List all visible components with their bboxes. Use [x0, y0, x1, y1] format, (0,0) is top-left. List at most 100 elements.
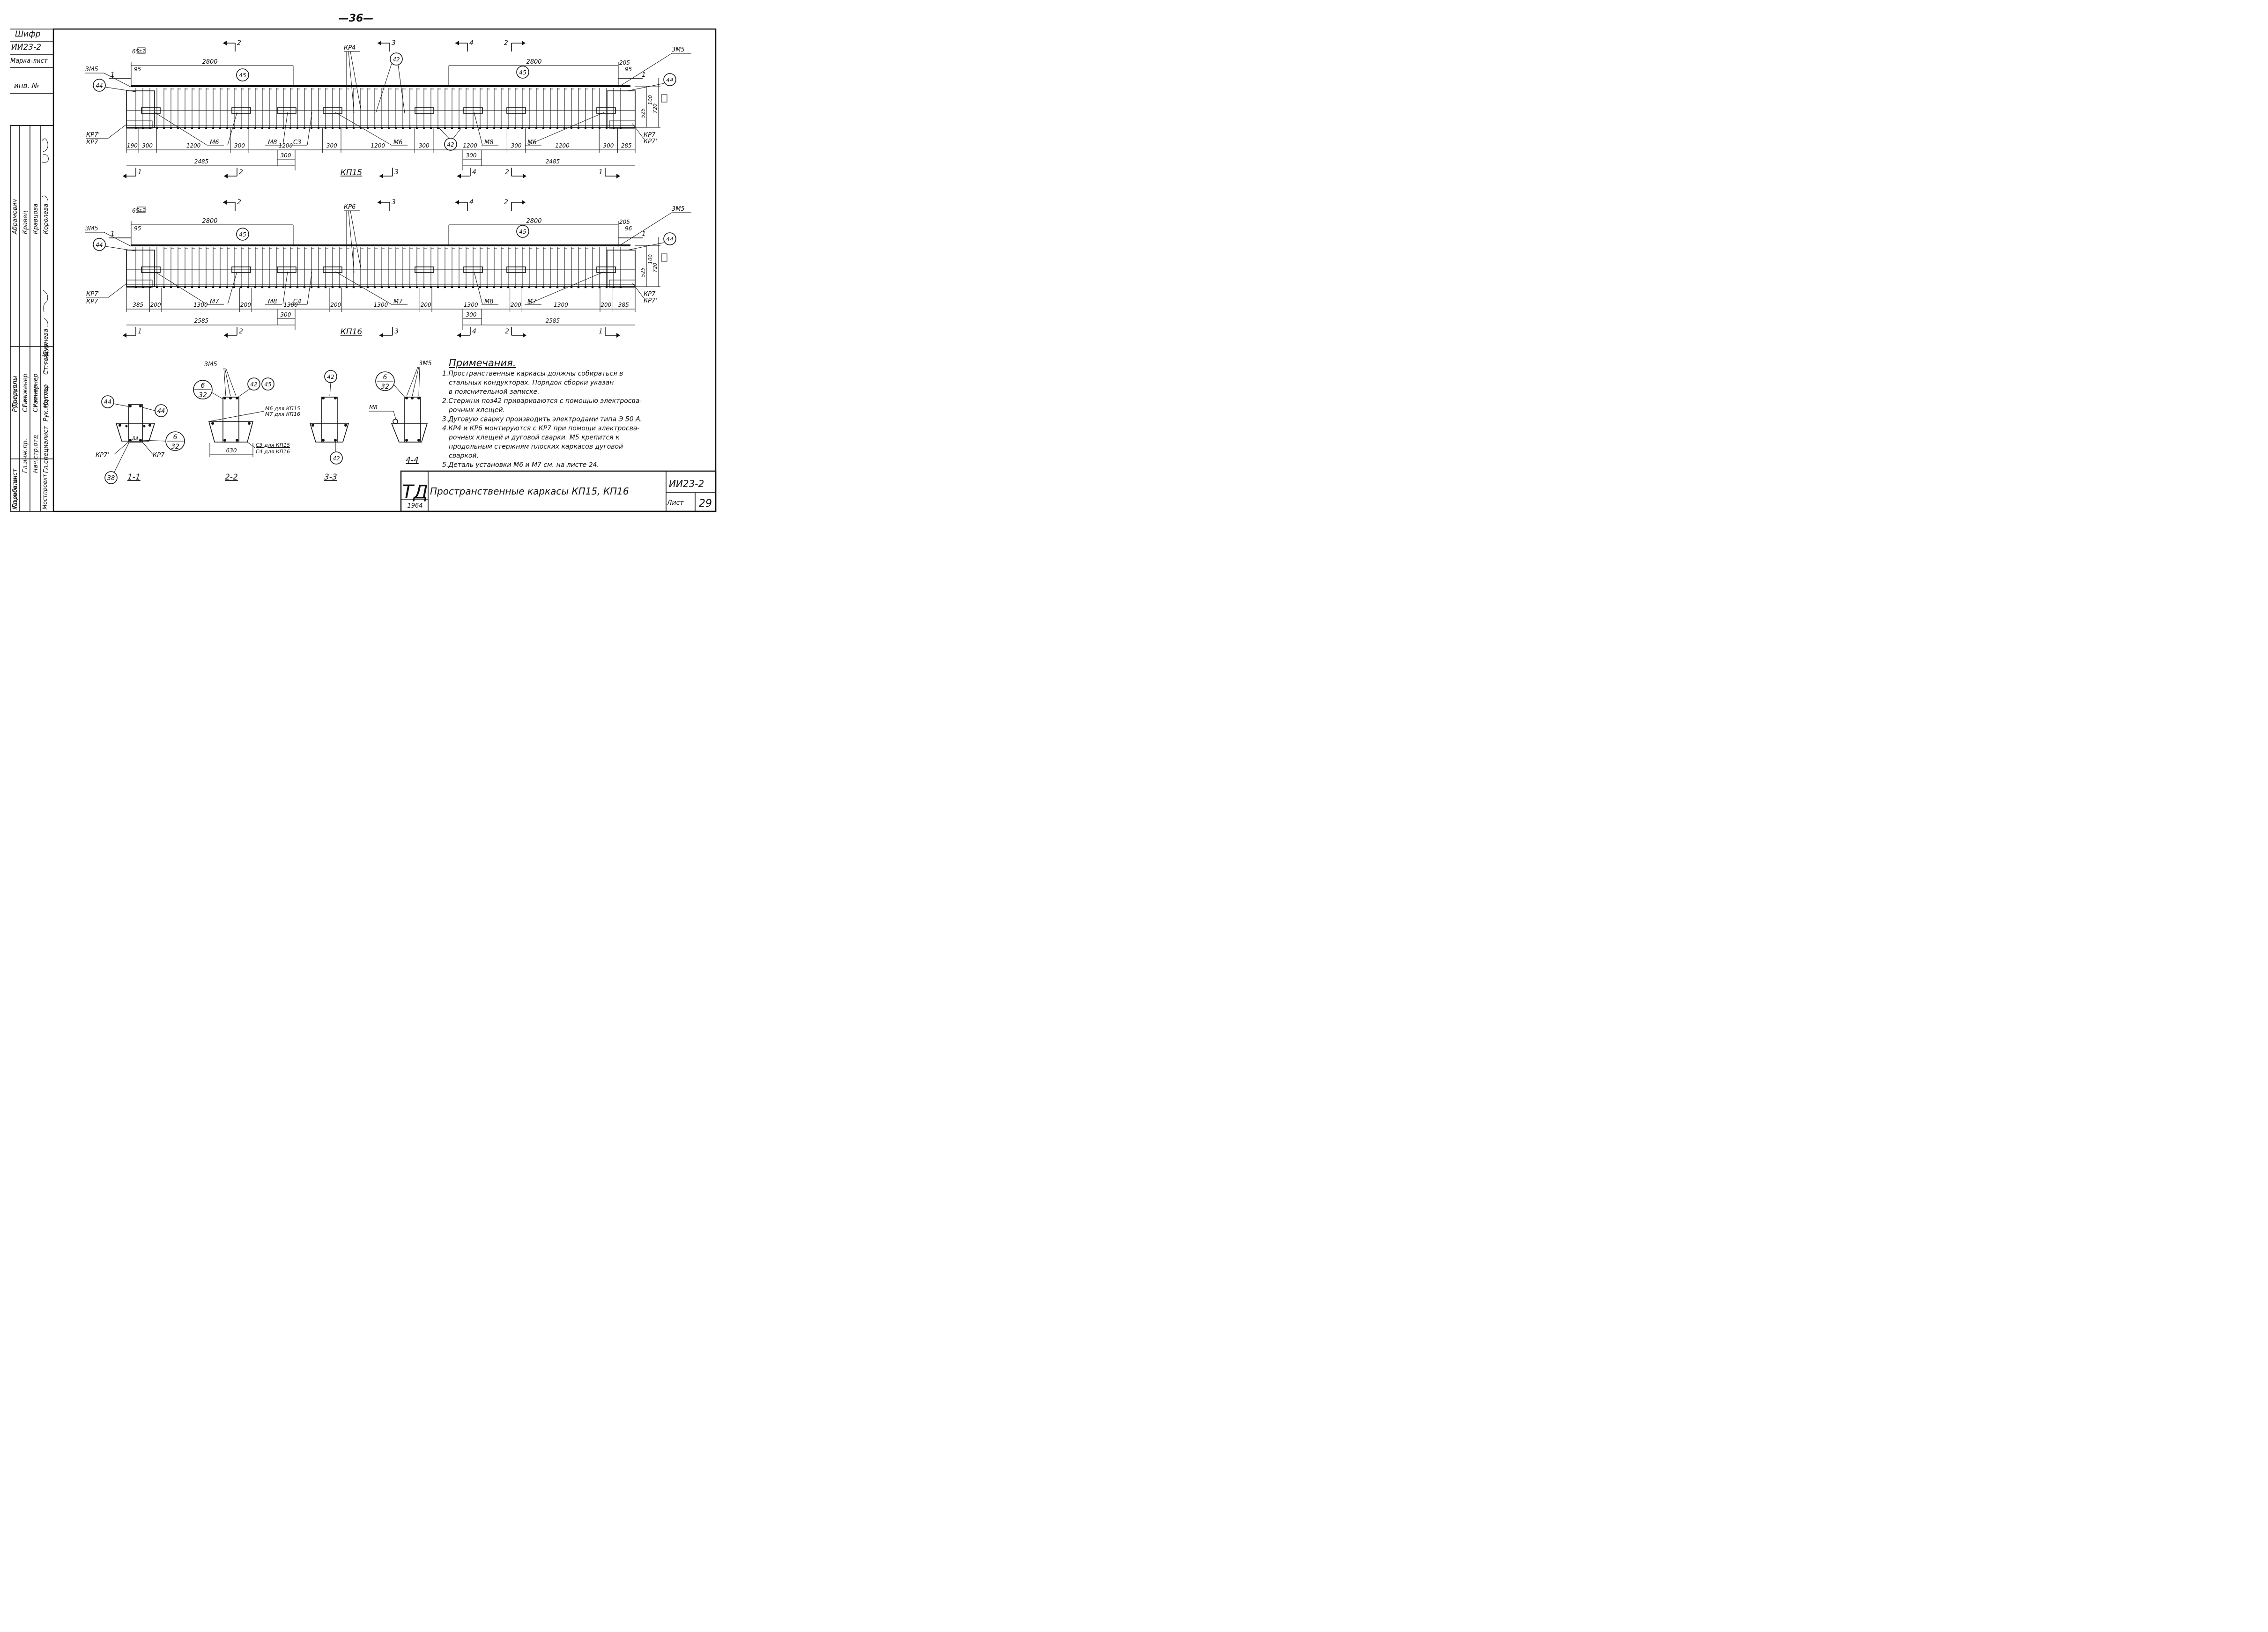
embedded-plate: [231, 266, 251, 273]
stirrups: [134, 247, 622, 288]
dim-300-left: 300: [281, 152, 291, 159]
embedded-plate: [277, 107, 296, 114]
tolerance-mark: ±2: [139, 49, 146, 54]
dim-bottom-8: 1200: [463, 142, 477, 149]
note-line-1: 1.Пространственные каркасы должны собира…: [442, 370, 623, 377]
callout-42-bottom: 42: [447, 141, 454, 148]
dim-2800-left: 2800: [202, 218, 217, 225]
dim-525: 525: [640, 267, 646, 277]
page-number: —36—: [339, 13, 374, 24]
dim-95-left: 95: [134, 66, 141, 73]
stamp-code-label: Шифр: [15, 30, 41, 39]
dim-bottom-2: 1200: [186, 142, 201, 149]
section-mark-1-left: 1: [111, 230, 115, 238]
svg-text:ÅÅ: ÅÅ: [132, 436, 139, 442]
sec11-frac-bot: 32: [171, 443, 179, 450]
sec22-c4: С4 для КП16: [256, 449, 290, 455]
dim-bottom-3: 200: [240, 302, 251, 308]
dim-bottom-0: 190: [127, 142, 138, 149]
mark-3m5-right: 3М5: [672, 206, 685, 213]
dim-bottom-11: 300: [603, 142, 614, 149]
dim-720: 720: [652, 103, 658, 113]
embedded-plate: [463, 266, 483, 273]
dim-total-right: 2485: [546, 158, 560, 165]
part-label-3: М7: [393, 298, 403, 305]
sec22-m6: М6 для КП15: [265, 406, 300, 412]
sec22-title: 2-2: [225, 473, 238, 482]
sec11-title: 1-1: [127, 473, 141, 482]
kp7-left-a: КР7': [86, 132, 100, 139]
part-label-3: М6: [393, 139, 403, 146]
cut-bottom-1: 2: [239, 169, 243, 176]
cut-bottom-1: 2: [239, 328, 243, 335]
embedded-plate: [506, 266, 526, 273]
dim-bottom-12: 385: [618, 302, 629, 308]
callout-45-right: 45: [519, 69, 526, 76]
dim-bottom-7: 200: [421, 302, 431, 308]
dim-bottom-6: 1300: [374, 302, 388, 308]
dim-bottom-5: 200: [330, 302, 341, 308]
stamp-role-6: Рук.группы: [12, 376, 19, 412]
mark-3m5-left: 3М5: [85, 225, 98, 232]
cut-bottom-5: 1: [599, 169, 603, 176]
dim-bottom-10: 1200: [555, 142, 570, 149]
dim-bottom-12: 285: [621, 142, 632, 149]
kp7-left-b: КР7: [86, 139, 98, 146]
dim-300-right: 300: [466, 152, 477, 159]
part-label-0: М6: [210, 139, 219, 146]
kp7-right-b: КР7': [644, 297, 657, 304]
kp7-left-b: КР7: [86, 298, 98, 305]
cut-bottom-4: 2: [505, 328, 509, 335]
section-mark-1-right: 1: [642, 230, 646, 238]
stamp-role-2: Гл.инж.пр.: [22, 439, 29, 473]
cut-bottom-0: 1: [138, 169, 142, 176]
note-line-9: продольным стержням плоских каркасов дуг…: [449, 443, 623, 450]
sec22-frac-top: 6: [201, 382, 205, 390]
dim-95-right: 96: [625, 225, 632, 232]
sec33-c42b: 42: [333, 455, 340, 462]
tb-title: Пространственные каркасы КП15, КП16: [430, 486, 629, 497]
stamp-inv-label: инв. №: [14, 81, 39, 90]
dim-100: 100: [647, 95, 653, 105]
embedded-plate: [596, 107, 616, 114]
tb-sheet-number: 29: [699, 498, 712, 510]
tb-year: 1964: [407, 502, 422, 510]
stamp-role-1: Гл.инж.инст: [12, 468, 19, 508]
stamp-name-9: Королева: [43, 204, 50, 234]
drawing-sheet: —36— Шифр ИИ23-2 Марка-лист инв. № Разра…: [10, 13, 717, 512]
note-line-11: 5.Деталь установки М6 и М7 см. на листе …: [442, 461, 599, 469]
section-4-4: 3М5 6 32 М8 4-4: [369, 360, 432, 465]
stamp-name-3: Ратнер: [32, 385, 39, 407]
sec11-kp7a: КР7': [96, 452, 109, 459]
sec22-c42: 42: [250, 381, 257, 388]
sec44-m5: 3М5: [419, 360, 432, 367]
sec11-kp7b: КР7: [153, 452, 165, 459]
cut-top-1: 3: [392, 199, 396, 206]
dim-total-left: 2485: [194, 158, 209, 165]
cut-top-3: 2: [504, 199, 508, 206]
sec44-title: 4-4: [406, 456, 419, 465]
cut-top-2: 4: [469, 199, 474, 206]
mark-3m5-left: 3М5: [85, 66, 98, 73]
dim-2800-right: 2800: [526, 59, 541, 66]
sec22-width: 630: [226, 447, 237, 454]
stamp-org-dev: Разработан: [12, 475, 18, 510]
embedded-plate: [596, 266, 616, 273]
kp7-left-a: КР7': [86, 291, 100, 298]
sec11-c44a: 44: [104, 399, 112, 406]
cut-top-3: 2: [504, 39, 508, 47]
dim-bottom-7: 300: [419, 142, 430, 149]
embedded-plate: [415, 107, 434, 114]
tb-sheet-label: Лист: [667, 499, 684, 507]
dim-bottom-11: 200: [600, 302, 611, 308]
sec22-c3: С3 для КП15: [256, 442, 290, 448]
cut-bottom-2: 3: [394, 169, 399, 176]
callout-44-right: 44: [666, 77, 673, 83]
section-mark-1-left: 1: [111, 71, 115, 79]
note-line-3: в пояснительной записке.: [449, 388, 540, 396]
note-line-10: сваркой.: [449, 452, 479, 460]
part-label-2: С4: [293, 298, 301, 305]
stamp-role-7: Ст.инженер: [22, 374, 29, 412]
tolerance-mark: ±2: [139, 208, 146, 213]
